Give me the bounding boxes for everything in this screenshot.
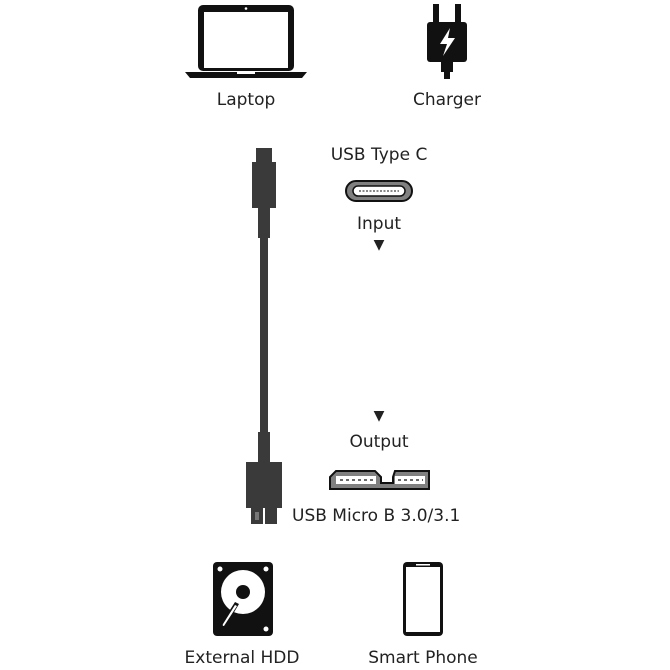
laptop-label: Laptop — [216, 90, 276, 110]
charger-icon — [425, 4, 469, 80]
smartphone-icon — [402, 561, 444, 637]
smartphone-label: Smart Phone — [368, 648, 478, 668]
laptop-icon — [185, 4, 307, 80]
output-label: Output — [349, 432, 409, 452]
hdd-label: External HDD — [184, 648, 300, 668]
input-arrow-icon: ▼ — [373, 237, 385, 253]
usb-c-port-icon — [345, 180, 413, 202]
usb-c-label: USB Type C — [330, 145, 428, 165]
usb-micro-b-label: USB Micro B 3.0/3.1 — [292, 506, 461, 526]
charger-label: Charger — [413, 90, 481, 110]
output-arrow-icon: ▼ — [373, 408, 385, 424]
usb-micro-b-port-icon — [329, 470, 431, 490]
usb-cable — [243, 146, 285, 526]
input-label: Input — [356, 214, 402, 234]
hard-drive-icon — [213, 562, 273, 636]
